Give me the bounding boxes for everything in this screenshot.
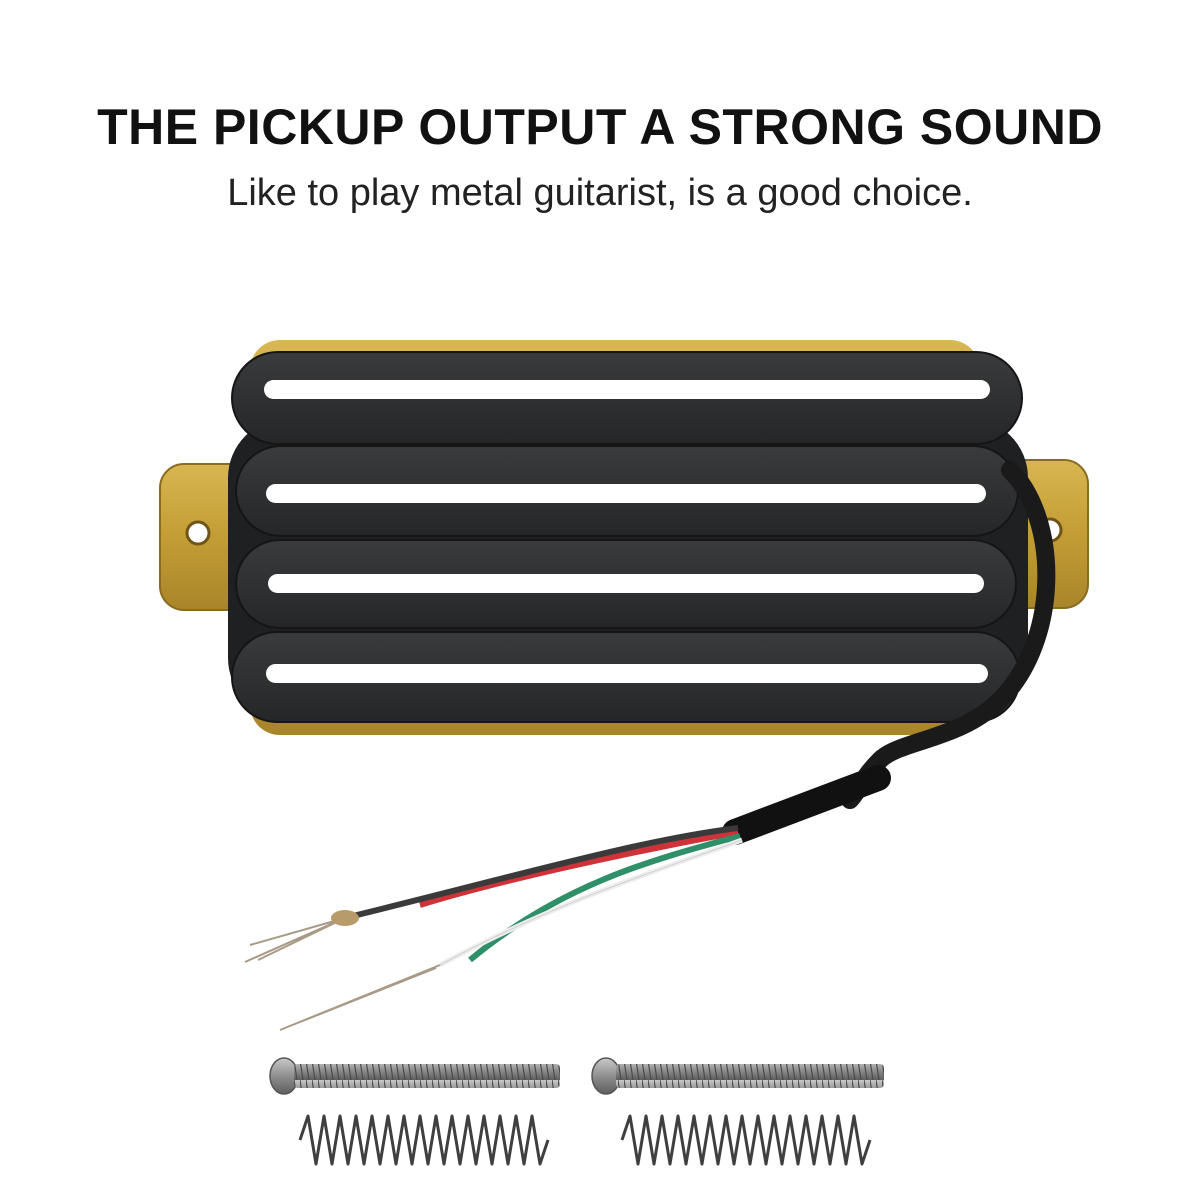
headline: THE PICKUP OUTPUT A STRONG SOUND: [97, 99, 1103, 155]
pickup-rail-4: [231, 631, 1021, 723]
mounting-screw-icon: [591, 1057, 884, 1095]
mounting-screw-icon: [269, 1057, 560, 1095]
humbucker-pickup-icon: [159, 340, 1089, 735]
height-spring-icon: [298, 1114, 550, 1166]
pickup-rail-2: [235, 445, 1019, 537]
height-spring-icon: [620, 1114, 872, 1166]
pickup-rail-3: [235, 539, 1017, 629]
subheadline: Like to play metal guitarist, is a good …: [227, 172, 973, 214]
lead-wire-icon: [244, 461, 1056, 1031]
pickup-rail-1: [231, 351, 1023, 445]
